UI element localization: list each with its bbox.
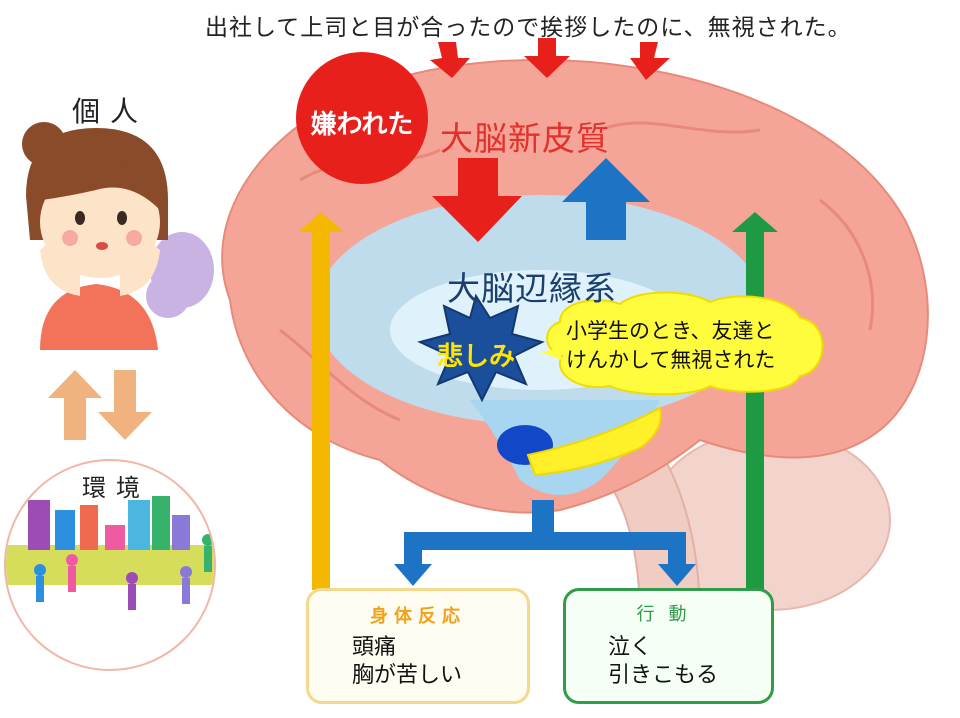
hated-label: 嫌われた bbox=[310, 110, 414, 140]
hair-bun bbox=[22, 122, 66, 166]
body-reaction-list: 頭痛 胸が苦しい bbox=[352, 634, 462, 690]
cortex-to-limbic-arrow bbox=[432, 158, 522, 242]
action-item: 泣く bbox=[608, 635, 653, 660]
thought-cloud-puff bbox=[146, 274, 190, 318]
body-reaction-title: 身体反応 bbox=[370, 606, 466, 627]
branch-right-head bbox=[658, 564, 696, 586]
person-eye-left bbox=[75, 211, 85, 225]
cheek-left bbox=[62, 230, 78, 246]
env-to-person-arrow bbox=[48, 370, 102, 440]
memory-cloud bbox=[546, 291, 824, 396]
caption-arrow-right bbox=[630, 42, 670, 80]
body-reaction-item: 胸が苦しい bbox=[352, 663, 463, 688]
person-eye-right bbox=[117, 211, 127, 225]
memory-text: 小学生のとき、友達と けんかして無視された bbox=[566, 317, 816, 375]
cortex-label: 大脳新皮質 bbox=[440, 119, 610, 158]
action-arrow-head bbox=[732, 212, 778, 232]
body-reaction-arrow-shaft bbox=[312, 228, 330, 590]
action-title: 行動 bbox=[636, 604, 701, 625]
person-mouth bbox=[96, 242, 108, 250]
person-label: 個人 bbox=[72, 95, 149, 128]
branch-left-drop bbox=[404, 532, 422, 566]
limbic-label: 大脳辺縁系 bbox=[447, 269, 617, 308]
action-list: 泣く 引きこもる bbox=[608, 634, 718, 690]
city-scene bbox=[6, 496, 214, 610]
caption-arrow-center bbox=[524, 38, 570, 78]
person-to-env-arrow bbox=[98, 370, 152, 440]
environment-label: 環境 bbox=[82, 474, 150, 502]
person-hand-right bbox=[120, 240, 160, 296]
limbic-branch-bar bbox=[404, 532, 686, 550]
action-item: 引きこもる bbox=[608, 663, 719, 688]
caption-arrow-left bbox=[430, 42, 470, 78]
sadness-starburst bbox=[417, 293, 545, 403]
person-body bbox=[40, 284, 158, 350]
action-arrow-shaft bbox=[746, 228, 764, 590]
memory-cloud-tail bbox=[540, 348, 562, 360]
cheek-right bbox=[126, 230, 142, 246]
person-hand-left bbox=[40, 240, 80, 296]
body-reaction-arrow-head bbox=[298, 212, 344, 232]
sadness-label: 悲しみ bbox=[436, 342, 515, 372]
hippocampus bbox=[526, 406, 662, 477]
person-bangs bbox=[42, 158, 160, 210]
branch-right-drop bbox=[668, 532, 686, 566]
branch-left-head bbox=[394, 564, 432, 586]
body-reaction-box bbox=[306, 588, 530, 704]
memory-line: けんかして無視された bbox=[566, 348, 776, 372]
body-reaction-item: 頭痛 bbox=[352, 635, 397, 660]
limbic-down-stem bbox=[532, 500, 554, 542]
limbic-to-cortex-arrow bbox=[562, 158, 650, 240]
action-box bbox=[563, 588, 774, 704]
hated-circle bbox=[296, 52, 428, 184]
memory-line: 小学生のとき、友達と bbox=[566, 319, 775, 343]
scenario-caption: 出社して上司と目が合ったので挨拶したのに、無視された。 bbox=[205, 15, 852, 41]
